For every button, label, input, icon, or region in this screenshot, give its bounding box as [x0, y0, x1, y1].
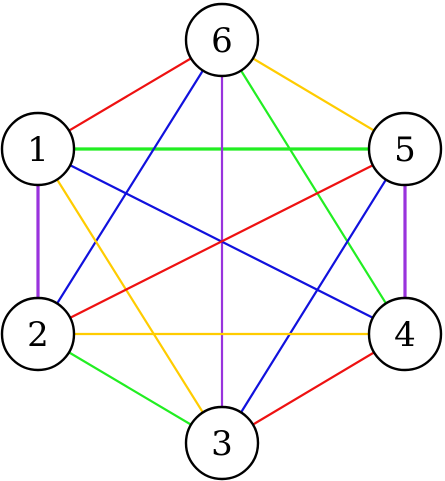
node-circle — [367, 296, 443, 372]
node-label: 4 — [394, 315, 416, 355]
node-label: 2 — [27, 315, 49, 355]
node-label: 5 — [394, 130, 416, 170]
node-circle — [184, 2, 260, 78]
node-3: 3 — [184, 405, 260, 481]
edge-5-3 — [220, 147, 407, 445]
edges-layer — [36, 38, 407, 445]
node-circle — [0, 296, 76, 372]
edge-1-3 — [36, 147, 224, 445]
node-2: 2 — [0, 296, 76, 372]
node-circle — [367, 111, 443, 187]
node-6: 6 — [184, 2, 260, 78]
node-circle — [0, 111, 76, 187]
edge-6-4 — [220, 38, 407, 336]
node-label: 3 — [211, 424, 233, 464]
node-label: 1 — [27, 130, 49, 170]
node-circle — [184, 405, 260, 481]
node-5: 5 — [367, 111, 443, 187]
node-1: 1 — [0, 111, 76, 187]
edge-2-5 — [36, 147, 407, 336]
node-label: 6 — [211, 21, 233, 61]
node-4: 4 — [367, 296, 443, 372]
edge-2-6 — [36, 38, 224, 336]
